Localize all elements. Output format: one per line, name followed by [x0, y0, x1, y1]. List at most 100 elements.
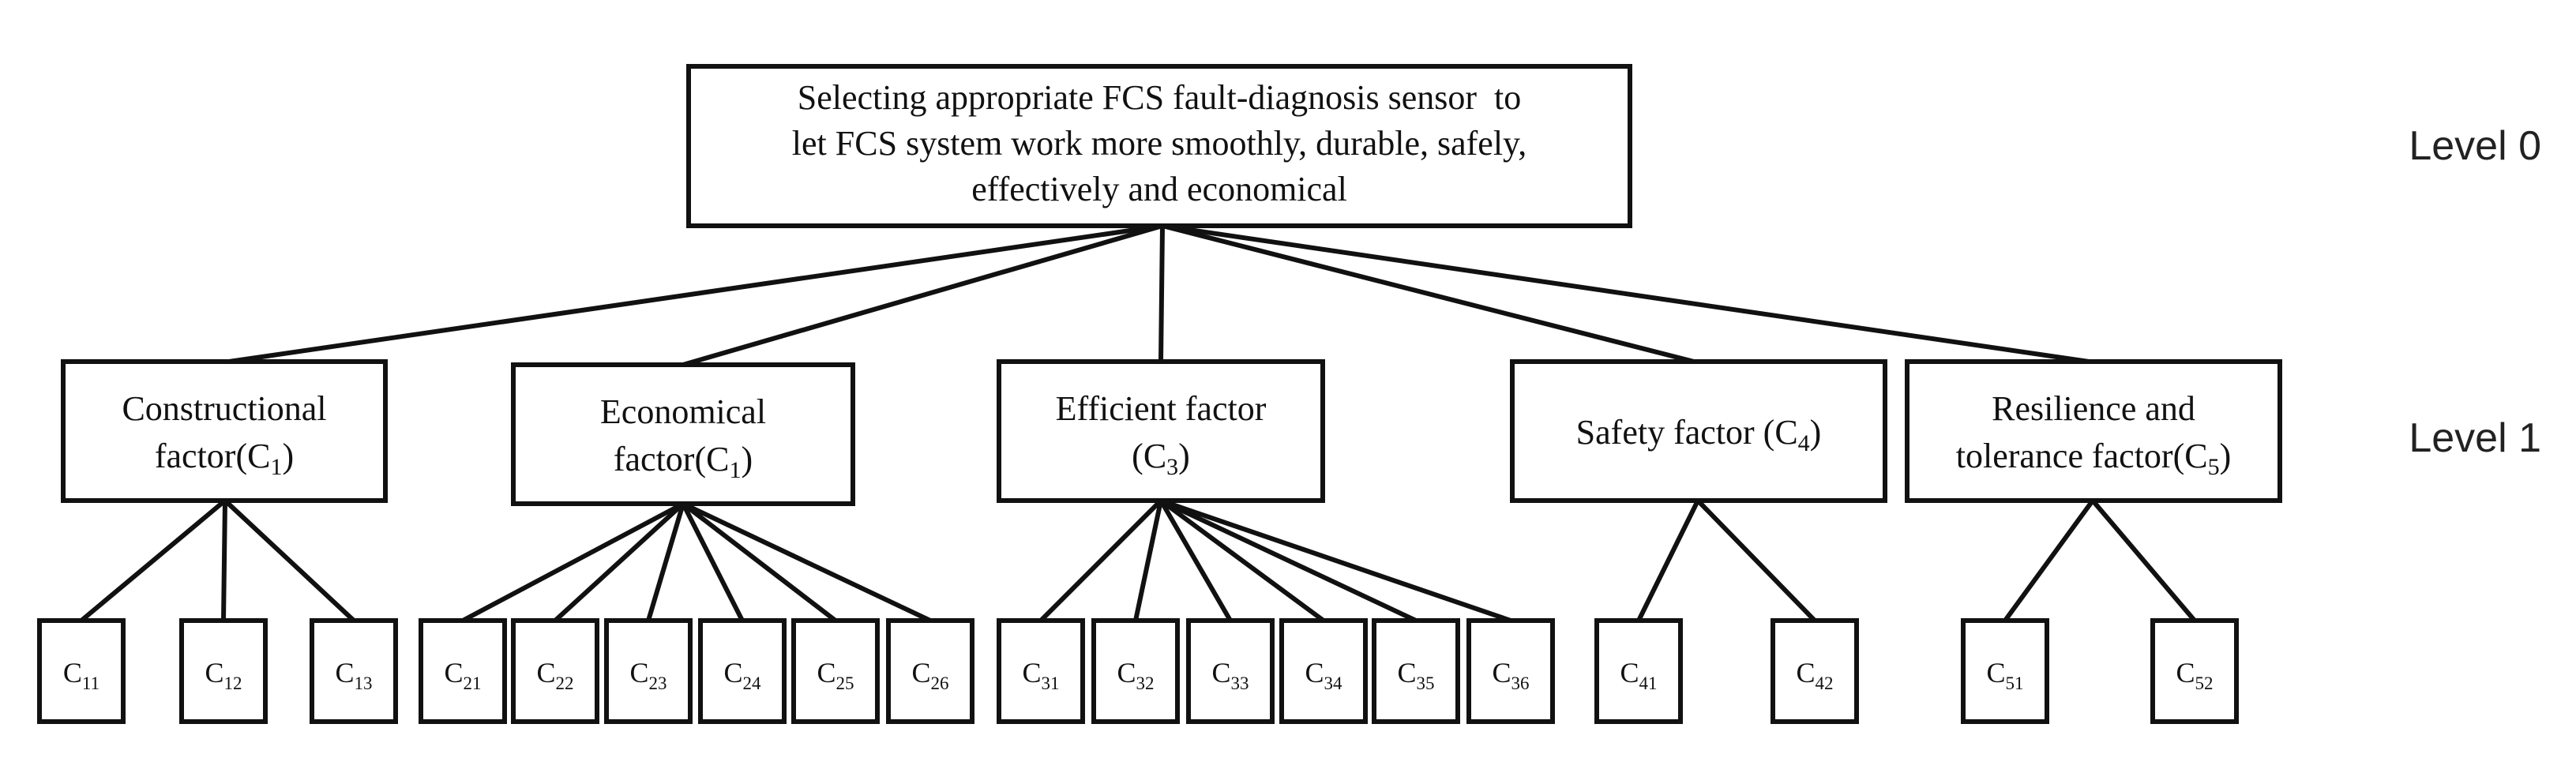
connector-lines: [79, 223, 2197, 623]
subcriterion-base: C: [2176, 657, 2195, 688]
subcriterion-subscript: 13: [355, 673, 373, 693]
subcriterion-label: C22: [536, 657, 573, 693]
criterion-label-line1: Efficient factor: [1056, 389, 1267, 428]
subcriterion-node: C36: [1466, 618, 1555, 724]
subcriterion-node: C32: [1091, 618, 1180, 724]
criterion-label-subscript: 4: [1798, 430, 1810, 456]
criterion-label-text: (C: [1132, 437, 1166, 475]
subcriterion-node: C42: [1771, 618, 1859, 724]
criterion-label: Safety factor (C4): [1576, 413, 1822, 456]
subcriterion-subscript: 42: [1816, 673, 1834, 693]
edge-c3-to-sub: [1158, 498, 1418, 623]
goal-box: [686, 64, 1632, 228]
subcriterion-subscript: 52: [2195, 673, 2214, 693]
edge-c2-to-sub: [681, 501, 838, 623]
subcriterion-label: C52: [2176, 657, 2213, 693]
nodes: Selecting appropriate FCS fault-diagnosi…: [37, 64, 2282, 724]
subcriterion-label: C12: [205, 657, 242, 693]
criterion-box: [511, 362, 855, 506]
subcriterion-label: C34: [1305, 657, 1342, 693]
subcriterion-node: C24: [698, 618, 787, 724]
edge-c2-to-sub: [553, 501, 685, 623]
criterion-label-line1: Resilience and: [1992, 389, 2195, 428]
subcriterion-node: C35: [1372, 618, 1460, 724]
subcriterion-base: C: [1397, 657, 1416, 688]
subcriterion-base: C: [911, 657, 930, 688]
criterion-label-line2: factor(C1): [155, 437, 294, 480]
subcriterion-subscript: 26: [931, 673, 949, 693]
subcriterion-base: C: [817, 657, 836, 688]
criterion-label-line2: (C3): [1132, 437, 1190, 480]
subcriterion-base: C: [1022, 657, 1041, 688]
criterion-box: [997, 359, 1325, 503]
subcriterion-label: C24: [723, 657, 761, 693]
level-label-1: Level 1: [2409, 415, 2541, 461]
edge-c1-to-sub: [223, 498, 356, 623]
criterion-box: [1905, 359, 2282, 503]
edge-c2-to-sub: [681, 501, 933, 623]
criterion-label-text: tolerance factor(C: [1956, 437, 2208, 475]
subcriterion-subscript: 33: [1231, 673, 1249, 693]
edge-c2-to-sub: [646, 501, 685, 623]
goal-node: Selecting appropriate FCS fault-diagnosi…: [686, 64, 1632, 228]
edge-c3-to-sub: [1038, 498, 1163, 623]
subcriterion-subscript: 11: [82, 673, 100, 693]
criterion-label-line2: factor(C1): [614, 440, 753, 483]
edge-c5-to-sub: [2003, 498, 2095, 623]
goal-text-line: let FCS system work more smoothly, durab…: [792, 124, 1526, 163]
edge-c4-to-sub: [1636, 498, 1700, 623]
edge-c3-to-sub: [1133, 498, 1163, 623]
subcriterion-base: C: [335, 657, 354, 688]
subcriterion-subscript: 35: [1417, 673, 1435, 693]
subcriterion-node: C23: [604, 618, 693, 724]
subcriterion-box: [997, 618, 1085, 724]
subcriterion-subscript: 24: [743, 673, 762, 693]
criterion-box: [1510, 359, 1887, 503]
subcriterion-subscript: 41: [1639, 673, 1658, 693]
subcriterion-base: C: [444, 657, 463, 688]
subcriterion-label: C41: [1620, 657, 1657, 693]
subcriterion-box: [1771, 618, 1859, 724]
criterion-label-text: factor(C: [155, 437, 271, 475]
subcriterion-node: C11: [37, 618, 126, 724]
criterion-node-c4: Safety factor (C4): [1510, 359, 1887, 503]
subcriterion-base: C: [1305, 657, 1324, 688]
criterion-label-text: Safety factor (C: [1576, 413, 1798, 452]
edge-goal-to-c2: [681, 223, 1165, 367]
subcriterion-label: C26: [911, 657, 948, 693]
subcriterion-base: C: [1986, 657, 2005, 688]
goal-text-line: effectively and economical: [971, 170, 1347, 208]
subcriterion-subscript: 21: [464, 673, 482, 693]
subcriterion-box: [698, 618, 787, 724]
criterion-label-text: ): [741, 440, 753, 478]
edge-c3-to-sub: [1158, 498, 1513, 623]
subcriterion-subscript: 31: [1042, 673, 1060, 693]
subcriterion-node: C22: [511, 618, 599, 724]
subcriterion-label: C21: [444, 657, 481, 693]
subcriterion-box: [310, 618, 398, 724]
subcriterion-label: C25: [817, 657, 854, 693]
subcriterion-box: [791, 618, 880, 724]
subcriterion-node: C31: [997, 618, 1085, 724]
subcriterion-box: [37, 618, 126, 724]
subcriterion-box: [2150, 618, 2239, 724]
subcriterion-box: [1961, 618, 2049, 724]
subcriterion-label: C32: [1117, 657, 1154, 693]
criterion-label-subscript: 3: [1166, 454, 1178, 480]
criterion-label-subscript: 1: [729, 457, 741, 483]
subcriterion-subscript: 23: [649, 673, 667, 693]
criterion-label-text: ): [2220, 437, 2232, 475]
subcriterion-base: C: [63, 657, 82, 688]
subcriterion-label: C11: [63, 657, 100, 693]
subcriterion-node: C33: [1186, 618, 1275, 724]
edge-c3-to-sub: [1158, 498, 1326, 623]
subcriterion-label: C33: [1211, 657, 1249, 693]
subcriterion-subscript: 32: [1136, 673, 1155, 693]
edge-goal-to-c1: [227, 223, 1165, 364]
edge-c1-to-sub: [79, 498, 227, 623]
subcriterion-box: [1091, 618, 1180, 724]
